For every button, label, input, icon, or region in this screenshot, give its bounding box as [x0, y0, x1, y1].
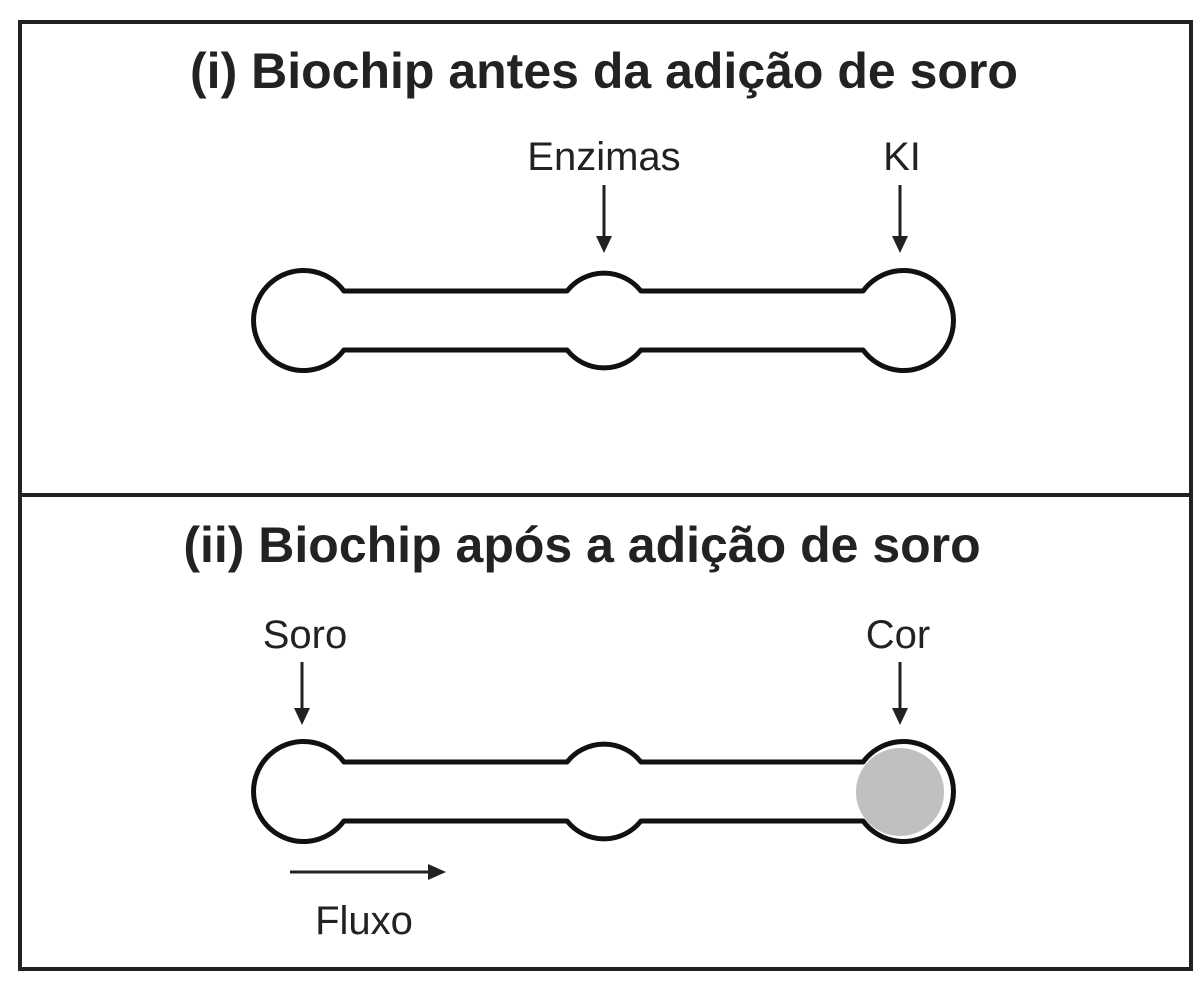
cor-label: Cor — [866, 613, 930, 657]
enzimas-label: Enzimas — [527, 135, 680, 179]
ki-label: KI — [883, 135, 921, 179]
ki-arrow — [892, 185, 908, 253]
soro-arrow — [294, 662, 310, 725]
panel-ii: (ii) Biochip após a adição de soro Soro … — [183, 517, 980, 943]
cor-arrow — [892, 662, 908, 725]
panel-ii-title: (ii) Biochip após a adição de soro — [183, 517, 980, 573]
biochip-i — [251, 268, 956, 373]
biochip-ii — [251, 739, 956, 844]
soro-label: Soro — [263, 613, 348, 657]
panel-i: (i) Biochip antes da adição de soro Enzi… — [190, 43, 1018, 373]
enzimas-arrow — [596, 185, 612, 253]
panel-i-title: (i) Biochip antes da adição de soro — [190, 43, 1018, 99]
fluxo-label: Fluxo — [315, 899, 413, 943]
colored-chamber — [856, 748, 944, 836]
fluxo-arrow — [290, 864, 446, 880]
